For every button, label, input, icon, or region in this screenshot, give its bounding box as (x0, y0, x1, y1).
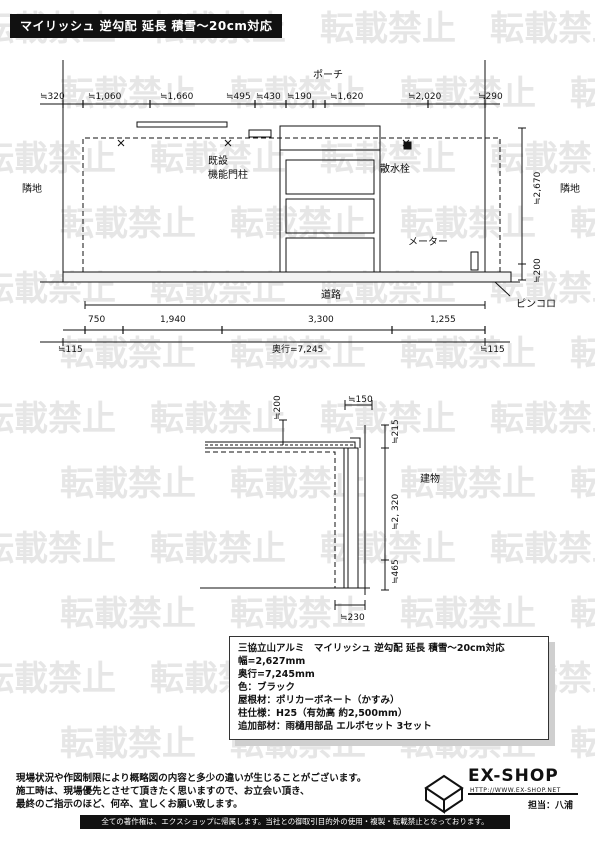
depth-left-dim: ≒115 (58, 345, 83, 355)
spec-roof: 屋根材：ポリカーボネート（かすみ） (238, 695, 400, 706)
spec-width: 幅=2,627mm (238, 656, 306, 667)
road-label: 道路 (321, 288, 341, 301)
spec-extra: 追加部材：雨樋用部品 エルボセット 3セット (238, 721, 432, 732)
pink-color-label: ピンコロ (516, 298, 556, 310)
exshop-logo-icon (424, 774, 578, 814)
bottom-dim-2: 1,940 (160, 315, 186, 325)
top-dim-8: ≒2,020 (408, 92, 442, 102)
depth-total-dim: 奥行=7,245 (272, 343, 323, 355)
section-dim-2320: ≒2, 320 (391, 494, 401, 530)
top-dim-3: ≒1,660 (160, 92, 194, 102)
notes: 現場状況や作図制限により概略図の内容と多少の違いが生じることがございます。 施工… (16, 772, 366, 811)
drawing-title: マイリッシュ 逆勾配 延長 積雪～20cm対応 (10, 14, 283, 38)
height-dim: ≒2,670 (533, 171, 543, 205)
depth-right-dim: ≒115 (480, 345, 505, 355)
note-line-2: 施工時は、現場優先とさせて頂きたく思いますので、お立会い頂き、 (16, 786, 310, 797)
staff-label: 担当：八浦 (528, 801, 574, 811)
brand-url: HTTP://WWW.EX-SHOP.NET (470, 787, 561, 794)
building-label: 建物 (420, 472, 440, 485)
footer-bar: 全ての著作権は、エクスショップに帰属します。当社との御取引目的外の使用・複製・転… (80, 815, 510, 829)
top-dim-5: ≒430 (256, 92, 281, 102)
note-line-3: 最終のご指示のほど、何卒、宜しくお願い致します。 (16, 799, 243, 810)
top-dim-9: ≒290 (478, 92, 503, 102)
top-dim-6: ≒190 (287, 92, 312, 102)
existing-post-label-2: 機能門柱 (208, 168, 248, 181)
spec-depth: 奥行=7,245mm (238, 669, 315, 680)
section-dim-230: ≒230 (340, 613, 365, 623)
section-dim-150: ≒150 (348, 395, 373, 405)
spec-box: 三協立山アルミ マイリッシュ 逆勾配 延長 積雪～20cm対応 幅=2,627m… (229, 636, 549, 740)
curb-dim: ≒200 (533, 258, 543, 283)
section-dim-215: ≒215 (391, 419, 401, 444)
bottom-dim-3: 3,300 (308, 315, 334, 325)
drain-plug-label: 散水栓 (380, 162, 410, 175)
spec-product: 三協立山アルミ マイリッシュ 逆勾配 延長 積雪～20cm対応 (238, 643, 505, 654)
top-dim-1: ≒320 (40, 92, 65, 102)
existing-post-label-1: 既設 (208, 154, 228, 167)
bottom-dim-1: 750 (88, 315, 105, 325)
brand-name: EX-SHOP (468, 766, 559, 786)
porch-label: ポーチ (313, 69, 343, 81)
section-dim-465: ≒465 (391, 559, 401, 584)
top-dim-4: ≒495 (226, 92, 251, 102)
section-dim-200: ≒200 (273, 395, 283, 420)
meter-label: メーター (408, 236, 448, 248)
top-dim-2: ≒1,060 (88, 92, 122, 102)
spec-color: 色：ブラック (238, 682, 296, 693)
note-line-1: 現場状況や作図制限により概略図の内容と多少の違いが生じることがございます。 (16, 773, 367, 784)
top-dim-7: ≒1,620 (330, 92, 364, 102)
bottom-dim-4: 1,255 (430, 315, 456, 325)
neighbor-right-label: 隣地 (560, 182, 580, 195)
spec-post: 柱仕様：H25（有効高 約2,500mm） (238, 708, 408, 719)
neighbor-left-label: 隣地 (22, 182, 42, 195)
